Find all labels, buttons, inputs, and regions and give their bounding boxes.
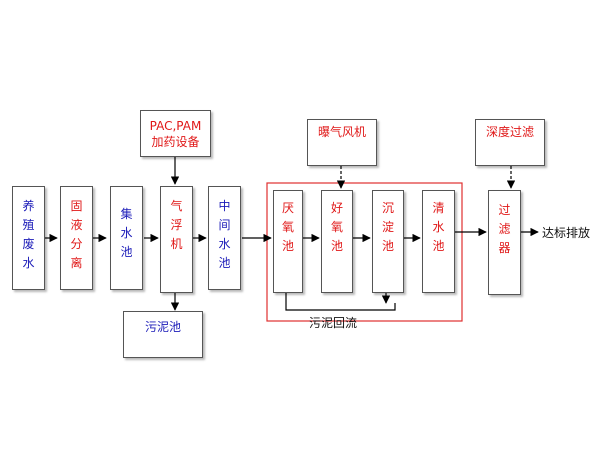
clear-water-tank-box: 清 水 池: [422, 190, 455, 293]
filter-box: 过 滤 器: [488, 190, 521, 295]
collection-tank-label: 集 水 池: [120, 207, 133, 259]
intermediate-tank-box: 中 间 水 池: [208, 186, 241, 290]
solid-liquid-separation-label: 固 液 分 离: [70, 199, 83, 270]
aerobic-tank-box: 好 氧 池: [321, 190, 353, 293]
aeration-blower-box: 曝气风机: [307, 119, 377, 166]
clear-water-tank-label: 清 水 池: [432, 201, 445, 253]
discharge-label: 达标排放: [542, 226, 591, 240]
sludge-tank-label: 污泥池: [144, 320, 181, 334]
chemical-dosing-label: PAC,PAM 加药设备: [149, 119, 202, 149]
air-flotation-box: 气 浮 机: [160, 186, 193, 293]
air-flotation-label: 气 浮 机: [170, 199, 183, 251]
aerobic-tank-label: 好 氧 池: [330, 201, 343, 253]
biological-treatment-boundary: [266, 182, 463, 322]
solid-liquid-separation-box: 固 液 分 离: [60, 186, 93, 290]
anaerobic-tank-label: 厌 氧 池: [281, 201, 294, 253]
aeration-blower-label: 曝气风机: [317, 125, 366, 139]
sludge-tank-box: 污泥池: [123, 311, 203, 358]
chemical-dosing-box: PAC,PAM 加药设备: [140, 110, 211, 157]
breeding-wastewater-label: 养 殖 废 水: [22, 199, 35, 270]
sedimentation-tank-box: 沉 淀 池: [372, 190, 404, 293]
breeding-wastewater-box: 养 殖 废 水: [12, 186, 45, 290]
deep-filtration-label: 深度过滤: [485, 125, 534, 139]
sedimentation-tank-label: 沉 淀 池: [381, 201, 394, 253]
intermediate-tank-label: 中 间 水 池: [218, 199, 231, 270]
collection-tank-box: 集 水 池: [110, 186, 143, 290]
filter-label: 过 滤 器: [498, 203, 511, 255]
sludge-return-label: 污泥回流: [309, 316, 358, 330]
deep-filtration-box: 深度过滤: [475, 119, 545, 166]
anaerobic-tank-box: 厌 氧 池: [273, 190, 303, 293]
